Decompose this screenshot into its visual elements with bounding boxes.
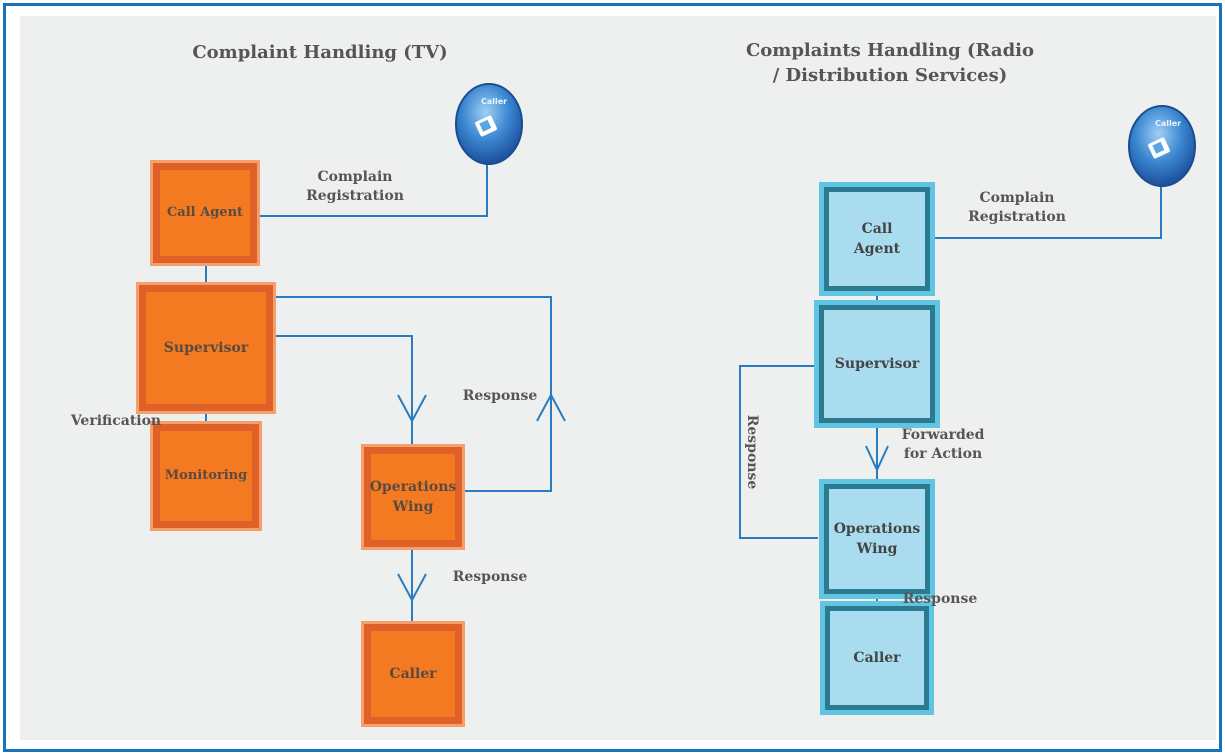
radio-caller-icon: Caller: [1128, 105, 1196, 187]
tv-caller-icon-label: Caller: [481, 97, 507, 106]
tv-complain-registration-label: Complain Registration: [306, 169, 404, 204]
radio-line-callagent-caller: [932, 186, 1162, 239]
tv-arrow-down-1: [397, 394, 427, 424]
radio-arrow-down: [865, 445, 889, 473]
tv-verification-label: Verification: [70, 413, 162, 429]
tv-node-monitoring: Monitoring: [153, 424, 259, 528]
tv-node-operations-wing: Operations Wing: [364, 447, 462, 547]
radio-node-caller: Caller: [825, 606, 929, 710]
tv-response-up-label: Response: [463, 388, 538, 404]
radio-response-side-label: Response: [744, 415, 760, 490]
tv-node-supervisor: Supervisor: [139, 285, 273, 411]
tv-caller-icon: Caller: [455, 83, 523, 165]
radio-response-down-label: Response: [902, 591, 978, 607]
tv-node-call-agent: Call Agent: [153, 163, 257, 263]
tv-response-down-label: Response: [452, 569, 528, 585]
radio-complain-registration-label: Complain Registration: [968, 190, 1066, 225]
radio-line-response-side: [739, 365, 818, 539]
tv-line-supervisor-ops: [272, 335, 413, 447]
radio-forwarded-for-action-label: Forwarded for Action: [901, 427, 985, 462]
radio-node-supervisor: Supervisor: [819, 305, 935, 423]
tv-arrow-up: [536, 392, 566, 422]
tv-line-callagent-caller: [248, 164, 488, 217]
tv-arrow-down-2: [397, 573, 427, 603]
radio-caller-icon-label: Caller: [1155, 119, 1181, 128]
radio-node-call-agent: Call Agent: [824, 187, 930, 291]
tv-diagram-title: Complaint Handling (TV): [192, 42, 448, 63]
radio-diagram-title: Complaints Handling (Radio / Distributio…: [745, 40, 1035, 86]
tv-node-caller: Caller: [364, 624, 462, 724]
radio-node-operations-wing: Operations Wing: [824, 484, 930, 594]
